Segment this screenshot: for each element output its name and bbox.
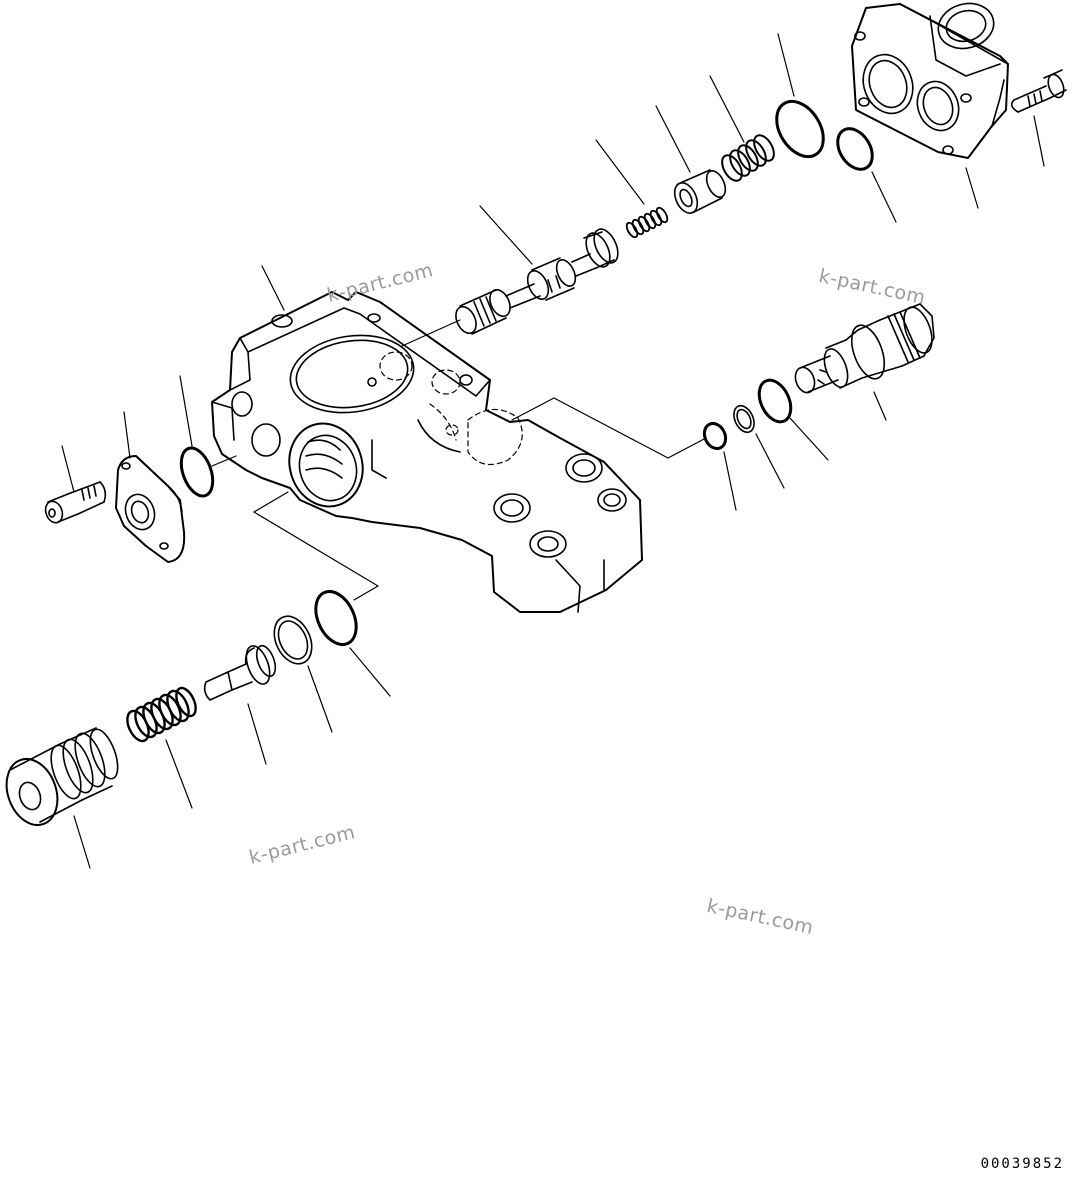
bolt-top-right xyxy=(1010,69,1067,113)
o-ring-large-top xyxy=(775,99,825,159)
flange-block xyxy=(851,2,1009,159)
o-ring-right-large xyxy=(757,378,793,424)
o-ring-right-small xyxy=(702,421,728,451)
plug-bottom xyxy=(5,727,119,826)
leader-lines xyxy=(61,33,1045,869)
bolt-left xyxy=(44,481,107,524)
backup-ring-right xyxy=(733,404,755,434)
cover-plate xyxy=(115,455,186,563)
drawing-number: 00039852 xyxy=(980,1156,1064,1172)
poppet-bottom xyxy=(203,644,277,701)
o-ring-left xyxy=(179,446,215,498)
spring-top xyxy=(721,134,775,182)
o-ring-bottom xyxy=(314,590,358,646)
spring-bottom xyxy=(126,686,197,743)
valve-body xyxy=(211,291,643,613)
relief-valve xyxy=(794,303,935,394)
spool xyxy=(455,228,619,335)
o-ring-small-top xyxy=(836,127,874,171)
spring-small-top xyxy=(625,206,669,239)
backup-ring-bottom xyxy=(273,615,313,665)
retainer-top xyxy=(673,169,727,214)
assembly-guide-lines xyxy=(211,319,707,601)
